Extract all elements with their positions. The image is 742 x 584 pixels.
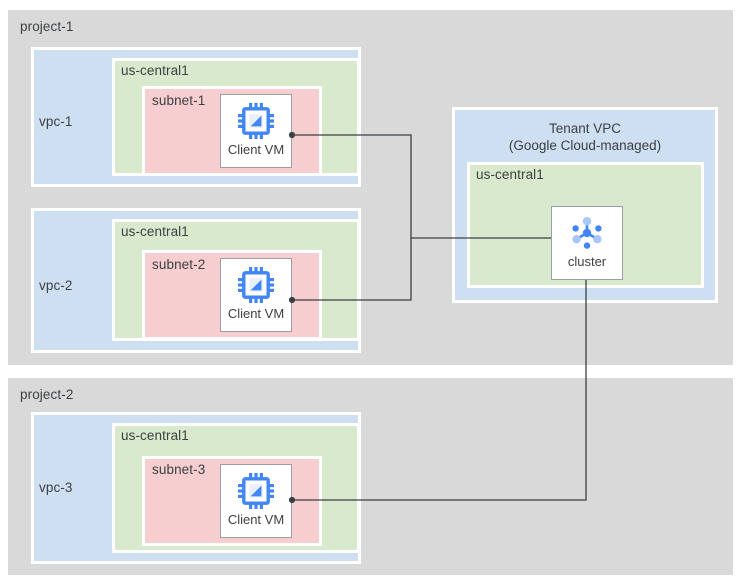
cluster-icon bbox=[567, 213, 607, 253]
subnet-label-subnet-2: subnet-2 bbox=[152, 257, 206, 272]
region-label-tenant-vpc: us-central1 bbox=[476, 167, 544, 182]
chip-icon bbox=[236, 265, 276, 305]
node-label-client-vm-vpc-1: Client VM bbox=[227, 142, 285, 157]
vpc-label-vpc-1: vpc-1 bbox=[39, 114, 73, 129]
node-cluster[interactable]: cluster bbox=[551, 206, 623, 280]
node-client-vm-vpc-3[interactable]: Client VM bbox=[220, 464, 292, 538]
project-label-project-1: project-1 bbox=[20, 19, 74, 34]
tenant-vpc-title-line2: (Google Cloud-managed) bbox=[508, 138, 662, 153]
region-label-vpc-3: us-central1 bbox=[121, 428, 189, 443]
vpc-label-vpc-2: vpc-2 bbox=[39, 278, 73, 293]
region-label-vpc-1: us-central1 bbox=[121, 63, 189, 78]
tenant-vpc-title-line1: Tenant VPC bbox=[548, 121, 622, 136]
chip-icon bbox=[236, 101, 276, 141]
node-label-client-vm-vpc-2: Client VM bbox=[227, 306, 285, 321]
chip-icon bbox=[236, 471, 276, 511]
subnet-label-subnet-3: subnet-3 bbox=[152, 462, 206, 477]
subnet-label-subnet-1: subnet-1 bbox=[152, 93, 206, 108]
vpc-label-vpc-3: vpc-3 bbox=[39, 480, 73, 495]
node-label-client-vm-vpc-3: Client VM bbox=[227, 512, 285, 527]
node-client-vm-vpc-2[interactable]: Client VM bbox=[220, 258, 292, 332]
node-client-vm-vpc-1[interactable]: Client VM bbox=[220, 94, 292, 168]
node-label-cluster: cluster bbox=[567, 254, 607, 269]
region-label-vpc-2: us-central1 bbox=[121, 224, 189, 239]
project-label-project-2: project-2 bbox=[20, 387, 74, 402]
